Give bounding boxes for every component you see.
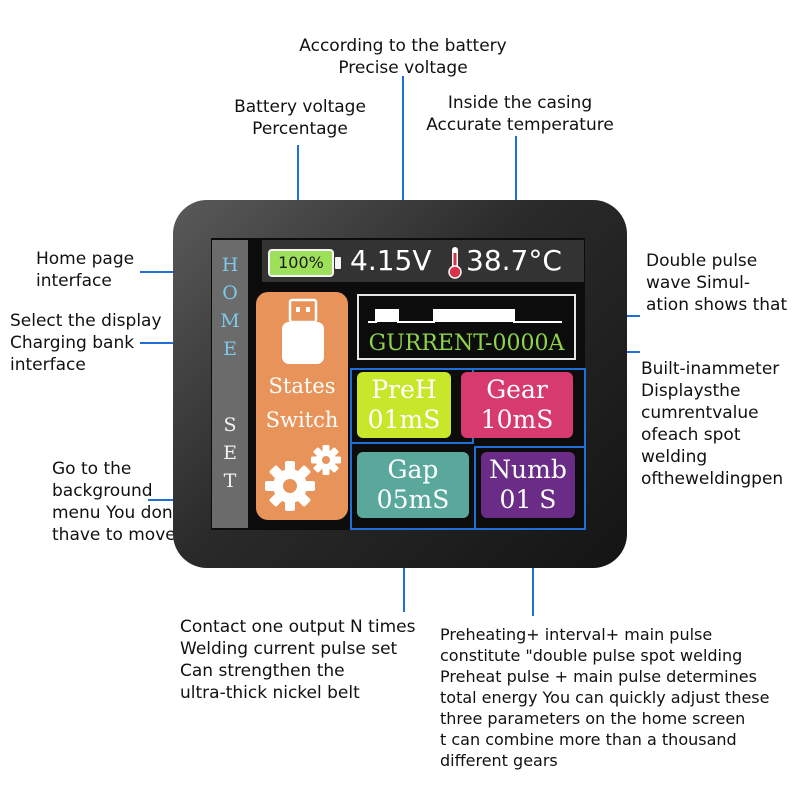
annotation-line: total energy You can quickly adjust thes… xyxy=(440,688,770,707)
sidebar-set-letter: E xyxy=(223,442,237,464)
sidebar-set-letter: S xyxy=(223,414,237,436)
battery-terminal xyxy=(335,257,341,269)
annotation-line: Built-inammeter xyxy=(641,359,780,379)
annotation-line: Home page xyxy=(36,249,135,269)
preh-value: 01mS xyxy=(367,405,441,434)
annotation-line: Charging bank xyxy=(10,333,135,353)
annotation-line: Double pulse xyxy=(646,251,758,271)
annotation-line: wave Simul- xyxy=(646,273,750,293)
annotation-line: According to the battery xyxy=(299,36,507,56)
sidebar-home-letter: E xyxy=(223,338,237,360)
annotation-line: Can strengthen the xyxy=(180,661,345,681)
numb-tile[interactable]: Numb 01 S xyxy=(481,452,575,518)
annotation-line: Accurate temperature xyxy=(426,115,614,135)
annotation-line: ation shows that xyxy=(646,295,788,315)
numb-selection-frame xyxy=(474,446,586,530)
annotation-inside-casing: Inside the casing Accurate temperature xyxy=(415,92,625,136)
annotation-line: menu You don' xyxy=(52,503,178,523)
thermometer-icon xyxy=(448,247,462,279)
preh-tile[interactable]: PreH 01mS xyxy=(357,372,451,438)
annotation-ammeter: Built-inammeter Displaysthe cumrentvalue… xyxy=(641,358,783,490)
sidebar-home-letter: M xyxy=(220,310,240,332)
battery-percent: 100% xyxy=(278,253,324,272)
annotation-line: Percentage xyxy=(252,119,348,139)
annotation-background-menu: Go to the background menu You don' thave… xyxy=(52,458,177,546)
annotation-line: cumrentvalue xyxy=(641,403,759,423)
gear-value: 10mS xyxy=(480,405,554,434)
annotation-line: Select the display xyxy=(10,311,162,331)
annotation-line: Inside the casing xyxy=(447,93,593,113)
annotation-line: background xyxy=(52,481,153,501)
preh-label: PreH xyxy=(371,375,437,404)
annotation-line: interface xyxy=(10,355,86,375)
annotation-double-pulse: Double pulse wave Simul- ation shows tha… xyxy=(646,250,787,316)
pulse-wave-display xyxy=(357,294,576,360)
states-switch-line1: States xyxy=(268,374,336,398)
gear-tile[interactable]: Gear 10mS xyxy=(461,372,573,438)
annotation-home-page: Home page interface xyxy=(36,248,134,292)
gears-icon xyxy=(265,445,341,511)
sidebar[interactable]: H O M E S E T xyxy=(212,240,248,528)
pulse-waveform xyxy=(368,309,562,323)
annotation-line: constitute "double pulse spot welding xyxy=(440,646,743,665)
annotation-preheating: Preheating+ interval+ main pulse constit… xyxy=(440,624,769,771)
annotation-line: ultra-thick nickel belt xyxy=(180,683,360,703)
annotation-line: ofeach spot xyxy=(641,425,741,445)
gap-value: 05mS xyxy=(376,485,450,514)
numb-value: 01 S xyxy=(499,485,557,514)
sidebar-set-letter: T xyxy=(223,470,237,492)
annotation-line: Preheating+ interval+ main pulse xyxy=(440,625,713,644)
sidebar-home-letter: O xyxy=(222,282,238,304)
usb-stick-icon xyxy=(282,298,324,364)
annotation-line: Preheat pulse + main pulse determines xyxy=(440,667,757,686)
annotation-line: Contact one output N times xyxy=(180,617,416,637)
annotation-contact-output: Contact one output N times Welding curre… xyxy=(180,616,415,704)
annotation-line: Welding current pulse set xyxy=(180,639,398,659)
annotation-line: different gears xyxy=(440,751,558,770)
annotation-line: Battery voltage xyxy=(234,97,366,117)
temperature-readout: 38.7°C xyxy=(466,244,562,277)
annotation-line: oftheweldingpen xyxy=(641,469,784,489)
battery-icon: 100% xyxy=(268,249,334,277)
annotation-battery-precise: According to the battery Precise voltage xyxy=(283,35,523,79)
states-switch-line2: Switch xyxy=(265,408,339,432)
current-readout: GURRENT-0000A xyxy=(368,331,565,356)
gear-label: Gear xyxy=(486,375,548,404)
gap-tile[interactable]: Gap 05mS xyxy=(357,452,469,518)
annotation-line: Displaysthe xyxy=(641,381,741,401)
annotation-line: interface xyxy=(36,271,112,291)
annotation-line: thave to move xyxy=(52,525,176,545)
numb-label: Numb xyxy=(489,455,567,484)
annotation-line: welding xyxy=(641,447,708,467)
annotation-line: Go to the xyxy=(52,459,132,479)
sidebar-home-letter: H xyxy=(221,254,239,276)
annotation-line: Precise voltage xyxy=(338,58,468,78)
annotation-line: t can combine more than a thousand xyxy=(440,730,737,749)
annotation-line: three parameters on the home screen xyxy=(440,709,746,728)
voltage-readout: 4.15V xyxy=(350,244,432,277)
annotation-select-display: Select the display Charging bank interfa… xyxy=(10,310,162,376)
gap-label: Gap xyxy=(387,455,439,484)
annotation-battery-percentage: Battery voltage Percentage xyxy=(220,96,380,140)
